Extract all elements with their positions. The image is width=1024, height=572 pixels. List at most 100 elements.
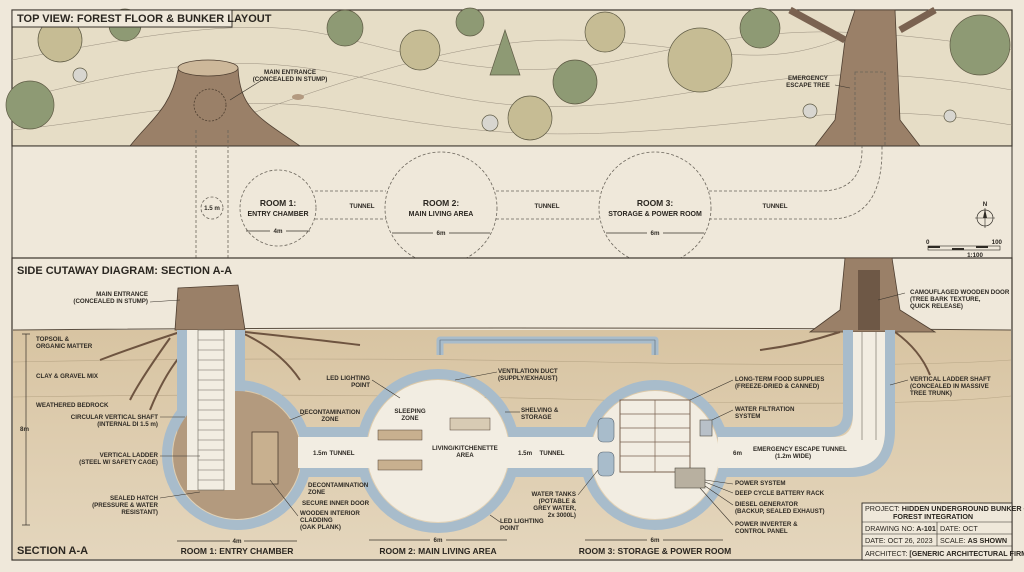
svg-text:VERTICAL LADDER(STEEL W/ SAFET: VERTICAL LADDER(STEEL W/ SAFETY CAGE) — [79, 452, 158, 466]
plan-room2-title: ROOM 2:MAIN LIVING AREA — [409, 198, 474, 218]
depth-dim: 8m — [20, 426, 29, 433]
section-room3-title: ROOM 3: STORAGE & POWER ROOM — [579, 546, 731, 556]
pine-icon — [489, 28, 521, 76]
rock-icon — [72, 67, 88, 83]
rock-icon — [481, 114, 499, 132]
svg-text:DIESEL GENERATOR(BACKUP, SEALE: DIESEL GENERATOR(BACKUP, SEALED EXHAUST) — [735, 501, 825, 515]
svg-text:DEEP CYCLE BATTERY RACK: DEEP CYCLE BATTERY RACK — [735, 490, 825, 497]
tree-canopy-icon — [739, 7, 781, 49]
section-panel: SIDE CUTAWAY DIAGRAM: SECTION A-A SECTIO… — [11, 257, 1013, 561]
plan-room1-dim: 4m — [274, 228, 283, 235]
filtration-icon — [699, 419, 713, 437]
room-interiors — [173, 329, 885, 522]
svg-text:6m: 6m — [434, 537, 443, 544]
plan-tunnel-2: TUNNEL — [534, 203, 559, 210]
svg-text:VERTICAL LADDER SHAFT(CONCEALE: VERTICAL LADDER SHAFT(CONCEALED IN MASSI… — [910, 376, 991, 397]
svg-text:1:100: 1:100 — [967, 252, 983, 259]
svg-text:EMERGENCY ESCAPE TUNNEL(1.2m W: EMERGENCY ESCAPE TUNNEL(1.2m WIDE) — [753, 446, 847, 460]
tunnel-height-1: 1.5m — [313, 450, 328, 457]
plan-tunnel-1: TUNNEL — [349, 203, 374, 210]
svg-text:CIRCULAR VERTICAL SHAFT(INTERN: CIRCULAR VERTICAL SHAFT(INTERNAL DI 1.5 … — [71, 414, 158, 428]
svg-text:PROJECT: HIDDEN UNDERGROUND BU: PROJECT: HIDDEN UNDERGROUND BUNKER – — [865, 504, 1024, 513]
top-view-panel: TOP VIEW: FOREST FLOOR & BUNKER LAYOUT M… — [5, 6, 1013, 147]
rock-icon — [943, 109, 957, 123]
bush-icon — [507, 95, 553, 141]
svg-text:SCALE: AS SHOWN: SCALE: AS SHOWN — [940, 536, 1007, 545]
water-tank-icon — [597, 451, 615, 477]
tree-stump-top — [129, 59, 304, 147]
plan-room1-title: ROOM 1:ENTRY CHAMBER — [247, 198, 308, 218]
bush-icon — [399, 29, 441, 71]
mushroom-icon — [292, 94, 304, 100]
svg-text:DATE: OCT 26, 2023: DATE: OCT 26, 2023 — [865, 536, 933, 545]
section-room1-title: ROOM 1: ENTRY CHAMBER — [181, 546, 294, 556]
svg-text:0: 0 — [926, 239, 930, 246]
section-title: SIDE CUTAWAY DIAGRAM: SECTION A-A — [17, 265, 232, 277]
plan-layout: 1.5 m ROOM 1:ENTRY CHAMBER 4m ROOM 2:MAI… — [11, 130, 1013, 265]
room2-interior — [367, 380, 509, 522]
svg-text:DRAWING NO: A-101: DRAWING NO: A-101 — [865, 524, 936, 533]
svg-text:POWER SYSTEM: POWER SYSTEM — [735, 480, 786, 487]
shaft-dim: 1.5 m — [204, 205, 220, 212]
plan-room2-dim: 6m — [437, 230, 446, 237]
water-tank-icon — [597, 417, 615, 443]
title-block: PROJECT: HIDDEN UNDERGROUND BUNKER – FOR… — [861, 502, 1024, 561]
svg-text:VENTILATION DUCT(SUPPLY/EXHAUS: VENTILATION DUCT(SUPPLY/EXHAUST) — [498, 368, 558, 382]
plan-tunnel-3: TUNNEL — [762, 203, 787, 210]
inner-door-icon — [251, 431, 279, 485]
bush-icon — [584, 11, 626, 53]
tree-canopy-icon — [455, 7, 485, 37]
svg-text:6m: 6m — [651, 537, 660, 544]
svg-text:POWER INVERTER &CONTROL PANEL: POWER INVERTER &CONTROL PANEL — [735, 521, 798, 535]
escape-ladder-icon — [861, 332, 877, 440]
camouflaged-door — [858, 270, 880, 330]
hatch-icon — [193, 88, 227, 122]
tree-canopy-icon — [326, 9, 364, 47]
section-labels: MAIN ENTRANCE(CONCEALED IN STUMP) CIRCUL… — [71, 289, 1010, 535]
section-footer: SECTION A-A — [17, 545, 88, 557]
bunk-bed-icon — [377, 459, 423, 471]
svg-text:FOREST INTEGRATION: FOREST INTEGRATION — [893, 512, 973, 521]
svg-text:WATER TANKS(POTABLE &GREY WATE: WATER TANKS(POTABLE &GREY WATER,2x 3000L… — [532, 491, 577, 519]
tree-stump-section — [99, 284, 361, 411]
topsoil-label: TOPSOIL &ORGANIC MATTER — [36, 336, 93, 350]
svg-text:LONG-TERM FOOD SUPPLIES(FREEZE: LONG-TERM FOOD SUPPLIES(FREEZE-DRIED & C… — [735, 376, 824, 390]
escape-height: 6m — [733, 450, 742, 457]
bush-icon — [667, 27, 733, 93]
tree-canopy-icon — [5, 80, 55, 130]
svg-text:4m: 4m — [233, 538, 242, 545]
plan-room3-dim: 6m — [651, 230, 660, 237]
kitchenette-icon — [449, 417, 491, 431]
clay-label: CLAY & GRAVEL MIX — [36, 373, 99, 380]
room-dimensions: 4m ROOM 1: ENTRY CHAMBER 6m ROOM 2: MAIN… — [177, 537, 731, 556]
top-view-title: TOP VIEW: FOREST FLOOR & BUNKER LAYOUT — [17, 13, 272, 25]
svg-text:DATE: OCT: DATE: OCT — [940, 524, 978, 533]
svg-text:MAIN ENTRANCE(CONCEALED IN STU: MAIN ENTRANCE(CONCEALED IN STUMP) — [73, 291, 148, 305]
bunk-bed-icon — [377, 429, 423, 441]
compass-icon: N — [975, 201, 995, 228]
tunnel-height-2: 1.5m — [518, 450, 533, 457]
escape-tree-section — [759, 257, 937, 376]
generator-icon — [674, 467, 706, 489]
tunnel-2-label: TUNNEL — [539, 450, 564, 457]
scale-bar: 0 100 1:100 — [926, 239, 1003, 259]
top-main-entrance-label: MAIN ENTRANCE(CONCEALED IN STUMP) — [253, 69, 328, 83]
section-room2-title: ROOM 2: MAIN LIVING AREA — [379, 546, 496, 556]
rock-icon — [802, 103, 818, 119]
svg-text:N: N — [983, 201, 988, 208]
svg-text:SECURE INNER DOOR: SECURE INNER DOOR — [302, 500, 370, 507]
svg-text:ARCHITECT: [GENERIC ARCHITECTU: ARCHITECT: [GENERIC ARCHITECTURAL FIRM] — [865, 549, 1024, 558]
plan-room3-title: ROOM 3:STORAGE & POWER ROOM — [608, 198, 702, 218]
bedrock-label: WEATHERED BEDROCK — [36, 402, 109, 409]
